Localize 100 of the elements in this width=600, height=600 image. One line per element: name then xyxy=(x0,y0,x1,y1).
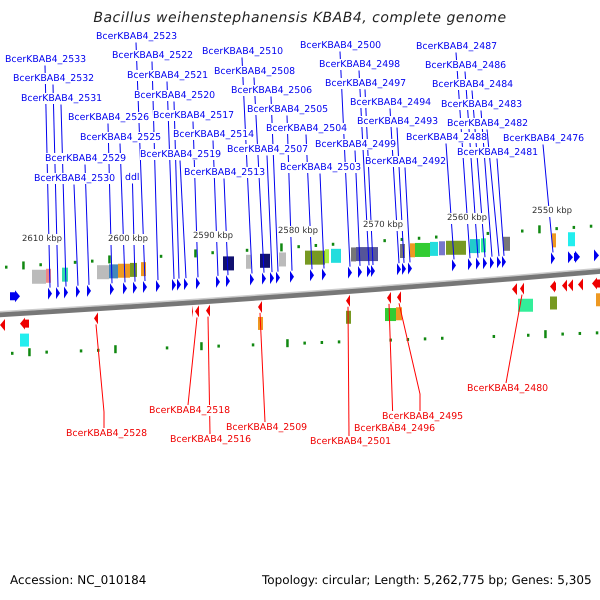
gene-symbol xyxy=(290,270,294,283)
gene-symbol xyxy=(206,304,210,317)
gene-symbol xyxy=(348,266,352,279)
gene-symbol xyxy=(402,262,406,275)
gene-label: BcerKBAB4_2530 xyxy=(34,173,116,184)
gene-label: BcerKBAB4_2510 xyxy=(202,46,284,57)
gene-label: BcerKBAB4_2526 xyxy=(68,112,150,123)
gene-symbol xyxy=(123,282,127,294)
gene-symbol xyxy=(322,268,326,280)
info-text: Accession: NC_010184 xyxy=(10,575,146,586)
leader-line xyxy=(266,155,272,273)
gene-symbol xyxy=(196,277,200,290)
gene-label: BcerKBAB4_2484 xyxy=(432,79,514,90)
leader-line xyxy=(506,294,522,384)
scale-label: 2560 kbp xyxy=(447,213,488,224)
leader-line xyxy=(224,178,228,276)
gene-symbol xyxy=(408,262,412,274)
gene-label: BcerKBAB4_2497 xyxy=(325,78,406,89)
gene-label: BcerKBAB4_2503 xyxy=(280,162,362,173)
leader-line xyxy=(398,302,420,412)
gene-label: BcerKBAB4_2496 xyxy=(354,423,436,434)
gene-label: BcerKBAB4_2531 xyxy=(21,93,102,104)
scale-label: 2610 kbp xyxy=(22,234,62,245)
gene-symbol xyxy=(262,272,266,285)
gene-label: BcerKBAB4_2486 xyxy=(425,60,506,71)
gene-symbol xyxy=(216,276,220,288)
gene-label: BcerKBAB4_2525 xyxy=(80,132,162,143)
gene-label: BcerKBAB4_2500 xyxy=(300,40,382,51)
gene-label: BcerKBAB4_2516 xyxy=(170,434,252,445)
gene-label: BcerKBAB4_2514 xyxy=(173,129,254,140)
gene-label: BcerKBAB4_2506 xyxy=(231,85,312,96)
leader-line xyxy=(486,129,500,257)
gene-symbol xyxy=(490,256,494,269)
gene-label: BcerKBAB4_2517 xyxy=(153,110,234,121)
gene-label: BcerKBAB4_2532 xyxy=(13,73,94,84)
leader-line xyxy=(84,164,90,286)
leader-line xyxy=(404,167,410,263)
leader-line xyxy=(188,316,198,406)
gene-label: BcerKBAB4_2509 xyxy=(226,422,308,433)
gene-label: BcerKBAB4_2487 xyxy=(416,41,498,52)
gene-label: BcerKBAB4_2529 xyxy=(45,153,126,164)
leader-line xyxy=(74,184,78,286)
gene-label: BcerKBAB4_2495 xyxy=(382,411,464,422)
gene-symbol xyxy=(226,275,230,288)
gene-label: BcerKBAB4_2507 xyxy=(227,144,308,155)
leader-line xyxy=(132,183,136,282)
gene-symbol xyxy=(497,256,501,268)
gene-label: BcerKBAB4_2505 xyxy=(247,104,328,115)
leader-line xyxy=(446,143,454,260)
scale-label: 2570 kbp xyxy=(363,220,404,231)
gene-symbol xyxy=(48,288,52,300)
gene-label: BcerKBAB4_2494 xyxy=(350,97,432,108)
gene-label: BcerKBAB4_2488 xyxy=(406,132,488,143)
gene-symbol xyxy=(483,257,487,270)
gene-symbol xyxy=(476,258,480,270)
gene-symbol xyxy=(371,265,375,278)
leader-line xyxy=(320,173,324,269)
leader-line xyxy=(348,306,350,436)
gene-label: BcerKBAB4_2492 xyxy=(365,156,446,167)
gene-symbol xyxy=(502,256,506,268)
gene-symbol xyxy=(258,300,262,313)
gene-symbol xyxy=(250,274,254,286)
gene-label: BcerKBAB4_2501 xyxy=(310,436,392,447)
leader-line xyxy=(542,144,554,253)
gene-label: BcerKBAB4_2493 xyxy=(357,116,438,127)
gene-symbol xyxy=(367,265,371,278)
gene-label: BcerKBAB4_2528 xyxy=(66,428,148,439)
gene-label: BcerKBAB4_2513 xyxy=(184,167,266,178)
gene-label: BcerKBAB4_2481 xyxy=(457,147,538,158)
gene-symbol xyxy=(94,312,98,324)
gene-label: BcerKBAB4_2518 xyxy=(149,405,230,416)
gene-symbol xyxy=(64,286,68,299)
scale-label: 2590 kbp xyxy=(193,231,234,242)
gene-symbol xyxy=(177,278,181,291)
gene-symbol xyxy=(143,281,147,293)
gene-label: BcerKBAB4_2476 xyxy=(503,133,584,144)
gene-label: BcerKBAB4_2504 xyxy=(266,123,348,134)
leader-line xyxy=(208,316,210,434)
gene-symbol xyxy=(270,272,274,284)
leader-line xyxy=(388,303,394,424)
gene-label: BcerKBAB4_2521 xyxy=(127,70,208,81)
leader-line xyxy=(354,150,360,266)
leader-line xyxy=(96,324,104,428)
gene-label: BcerKBAB4_2498 xyxy=(319,59,400,70)
gene-label: BcerKBAB4_2508 xyxy=(214,66,296,77)
gene-symbol xyxy=(133,282,137,294)
gene-label: BcerKBAB4_2520 xyxy=(134,90,216,101)
leader-line xyxy=(180,160,186,279)
gene-label: BcerKBAB4_2519 xyxy=(140,149,222,160)
gene-label: BcerKBAB4_2499 xyxy=(315,139,396,150)
scale-label: 2600 kbp xyxy=(108,234,148,245)
gene-symbol xyxy=(346,294,350,307)
gene-label: ddl xyxy=(125,172,140,183)
gene-symbol xyxy=(387,292,391,304)
gene-symbol xyxy=(56,287,60,300)
gene-symbol xyxy=(110,283,114,296)
gene-label: BcerKBAB4_2523 xyxy=(96,31,178,42)
gene-symbol xyxy=(87,284,91,297)
gene-symbol xyxy=(276,272,280,284)
gene-symbol xyxy=(520,282,524,295)
